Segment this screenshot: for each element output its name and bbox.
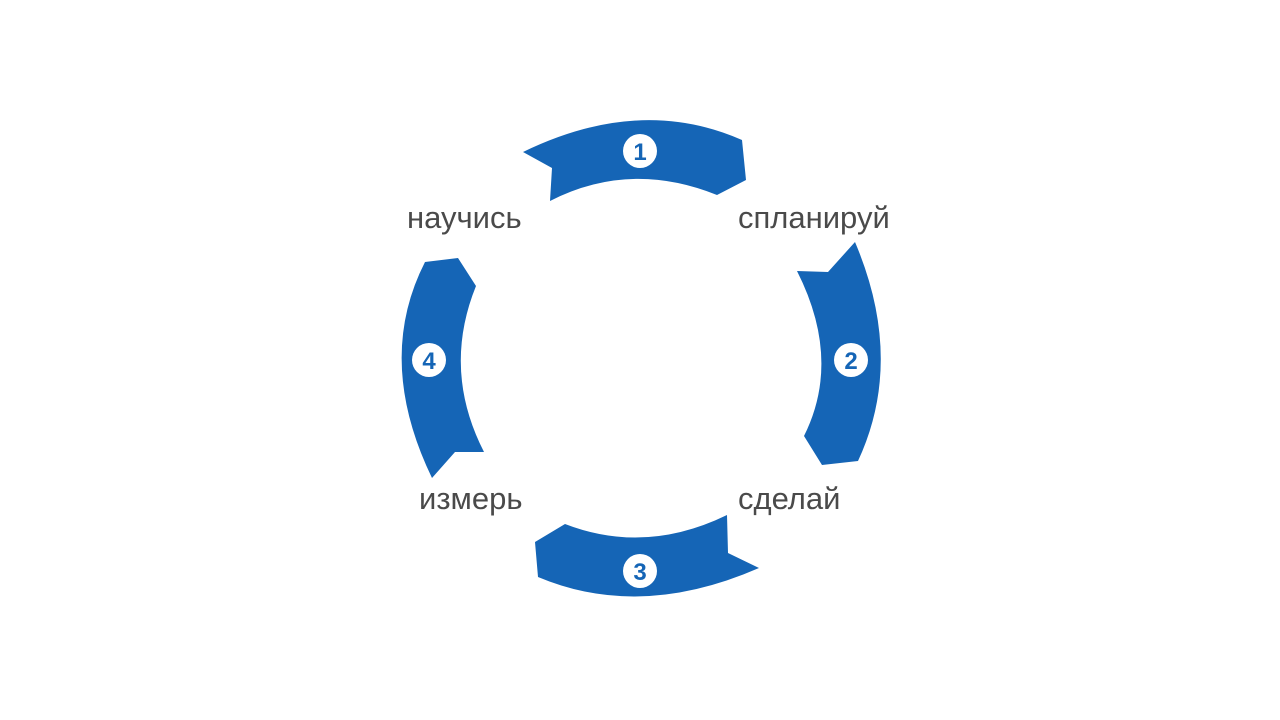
step-number-1: 1	[633, 139, 646, 166]
step-number-4: 4	[422, 348, 436, 375]
step-label-measure: измерь	[419, 481, 523, 516]
step-badge-4: 4	[412, 343, 446, 377]
step-badge-1: 1	[623, 134, 657, 168]
step-number-3: 3	[633, 559, 646, 586]
step-badge-3: 3	[623, 554, 657, 588]
step-label-do: сделай	[738, 481, 841, 516]
step-label-plan: спланируй	[738, 200, 890, 235]
step-badge-2: 2	[834, 343, 868, 377]
step-number-2: 2	[844, 348, 857, 375]
step-label-learn: научись	[407, 200, 522, 235]
